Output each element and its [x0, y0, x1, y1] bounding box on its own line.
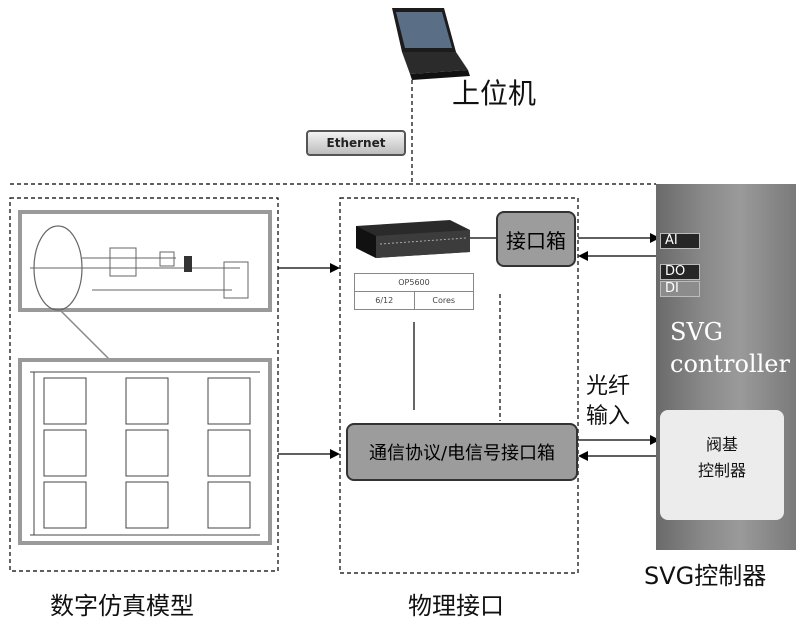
model-dashed-border: [9, 197, 279, 572]
valve-line1: 阀基: [705, 435, 738, 454]
fiber-line2: 输入: [586, 404, 631, 429]
svg-controller-title: SVG: [670, 318, 723, 346]
fiber-input-label: 光纤 输入: [586, 372, 630, 432]
port-di: DI: [660, 281, 700, 297]
op5600-table: OP5600 6/12 Cores: [354, 273, 474, 310]
laptop-icon: [392, 8, 470, 80]
caption-svg-controller: SVG控制器: [644, 562, 767, 590]
valve-line2: 控制器: [697, 461, 746, 480]
fiber-line1: 光纤: [586, 374, 631, 399]
op5600-io: 6/12: [355, 291, 414, 309]
top-schematic-thumbnail: [18, 210, 272, 312]
caption-digital-model: 数字仿真模型: [50, 592, 194, 620]
ethernet-badge: Ethernet: [306, 130, 406, 156]
bottom-schematic-thumbnail: [18, 358, 272, 545]
op5600-model: OP5600: [398, 278, 430, 287]
op5600-rack-icon: [356, 220, 470, 258]
port-do: DO: [660, 264, 700, 280]
valve-base-controller: 阀基 控制器: [660, 410, 784, 520]
port-ai: AI: [660, 233, 700, 249]
host-label: 上位机: [452, 77, 537, 110]
physical-dashed-border: [339, 197, 579, 574]
op5600-cores: Cores: [413, 291, 473, 309]
svg-controller-subtitle: controller: [670, 350, 790, 378]
comm-interface-box: 通信协议/电信号接口箱: [346, 423, 578, 481]
interface-box: 接口箱: [496, 211, 576, 267]
caption-physical-interface: 物理接口: [408, 592, 504, 620]
